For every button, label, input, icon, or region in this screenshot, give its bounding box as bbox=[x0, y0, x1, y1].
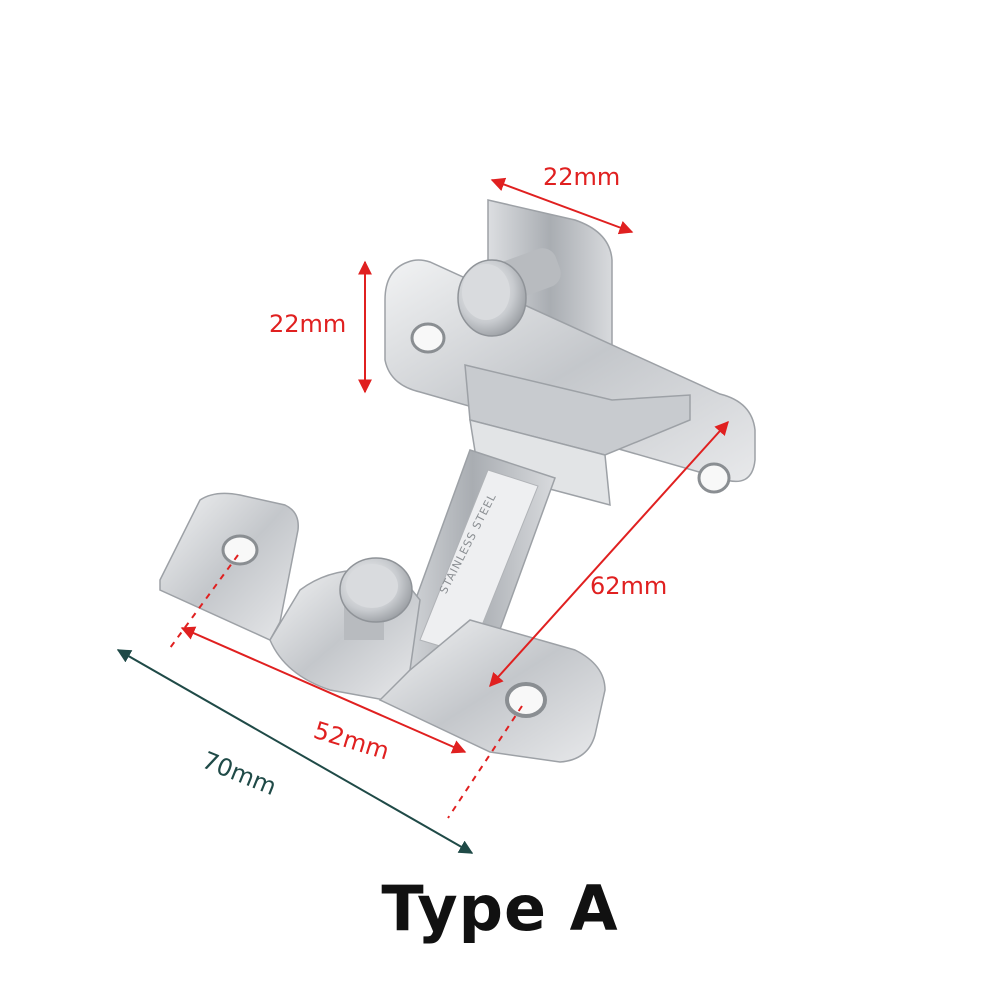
dimension-arrow-70 bbox=[116, 649, 474, 854]
mount-hole-icon bbox=[221, 534, 259, 566]
mount-hole-icon bbox=[505, 682, 547, 718]
dimension-label-left-height: 22mm bbox=[269, 310, 347, 338]
dimension-arrow-top bbox=[490, 177, 634, 235]
front-knob bbox=[339, 557, 413, 640]
dimension-label-diagonal: 62mm bbox=[590, 572, 668, 600]
variant-title: Type A bbox=[381, 872, 619, 945]
top-knob bbox=[457, 248, 561, 337]
mount-hole-icon bbox=[410, 322, 446, 354]
dimension-label-top-width: 22mm bbox=[543, 163, 621, 191]
mount-hole-icon bbox=[697, 462, 731, 494]
dimension-arrow-62 bbox=[489, 420, 729, 688]
extension-line-left bbox=[169, 554, 239, 649]
